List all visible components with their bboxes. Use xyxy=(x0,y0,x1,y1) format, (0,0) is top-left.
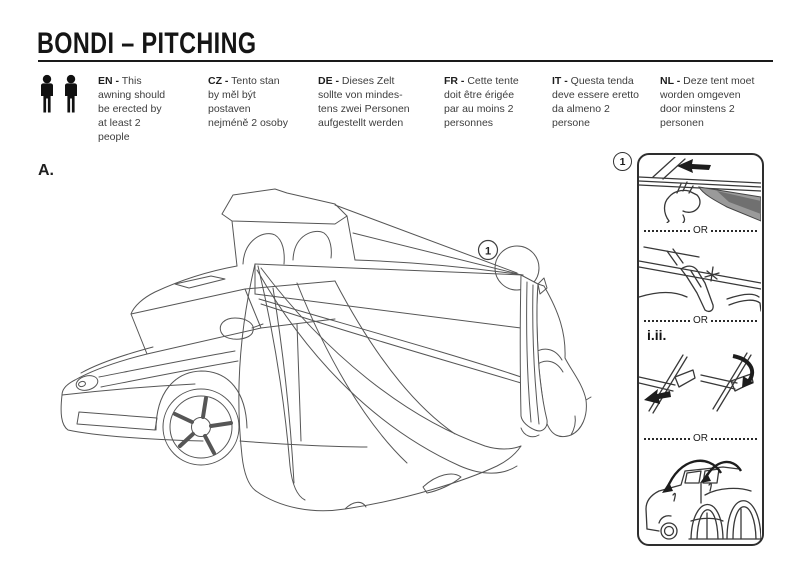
language-text: Deze tent moet worden omgeven door minst… xyxy=(660,75,755,129)
dotted-line xyxy=(644,320,690,322)
callout-circle xyxy=(494,245,540,291)
side-mirror xyxy=(219,317,254,340)
wrap-arrow-icon xyxy=(732,354,755,383)
or-divider: OR xyxy=(644,315,757,327)
dotted-line xyxy=(711,320,757,322)
language-column-it: IT - Questa tenda deve essere eretto da … xyxy=(552,75,660,131)
language-column-en: EN - This awning should be erected by at… xyxy=(98,75,206,145)
sidebar-illustration-rail-feed xyxy=(639,157,761,223)
mini-awning xyxy=(688,487,761,540)
wrap-diagram-right xyxy=(700,352,755,412)
left-arrow-icon xyxy=(677,159,711,173)
figure-label: A. xyxy=(38,162,54,179)
throw-arrows xyxy=(662,459,743,502)
awning-sleeve-gray xyxy=(698,186,761,222)
throw-arrow-icon xyxy=(703,460,743,480)
pop-top-roof xyxy=(221,188,356,267)
page-title: BONDI – PITCHING xyxy=(37,27,257,60)
or-label: OR xyxy=(693,315,708,326)
hand-sketch xyxy=(663,181,701,223)
language-column-cz: CZ - Tento stan by měl být postaven nejm… xyxy=(208,75,316,131)
callout-number: 1 xyxy=(485,246,491,258)
wheel-spokes xyxy=(173,396,233,455)
sidebar-step-badge: 1 xyxy=(613,152,632,171)
or-divider: OR xyxy=(644,433,757,445)
language-code: CZ - xyxy=(208,75,229,87)
dotted-line xyxy=(644,230,690,232)
down-left-arrow-icon xyxy=(644,389,671,404)
strap-sketch xyxy=(680,265,720,312)
sidebar-panel: OR OR i.ii. xyxy=(637,153,764,546)
sidebar-illustration-strap-tie xyxy=(639,246,761,312)
dotted-line xyxy=(644,438,690,440)
dotted-line xyxy=(711,438,757,440)
van-body xyxy=(60,265,368,466)
main-illustration: 1 xyxy=(60,188,592,512)
substep-label: i.ii. xyxy=(647,327,667,343)
language-column-fr: FR - Cette tente doit être érigée par au… xyxy=(444,75,552,131)
callout-number-badge: 1 xyxy=(477,239,499,261)
title-rule xyxy=(38,60,773,62)
language-code: FR - xyxy=(444,75,465,87)
person-icon xyxy=(41,74,53,113)
or-label: OR xyxy=(693,225,708,236)
throw-arrow-icon xyxy=(665,459,723,490)
two-people-icon xyxy=(41,74,77,113)
language-text: Questa tenda deve essere eretto da almen… xyxy=(552,75,639,129)
language-code: NL - xyxy=(660,75,681,87)
awning-fabric xyxy=(238,204,592,512)
person-icon xyxy=(65,74,77,113)
language-text: Dieses Zelt sollte von mindes- tens zwei… xyxy=(318,75,410,129)
language-column-nl: NL - Deze tent moet worden omgeven door … xyxy=(660,75,768,131)
or-label: OR xyxy=(693,433,708,444)
dotted-line xyxy=(711,230,757,232)
wrap-diagram-left xyxy=(639,354,696,414)
or-divider: OR xyxy=(644,225,757,237)
language-text: Tento stan by měl být postaven nejméně 2… xyxy=(208,75,288,129)
language-code: IT - xyxy=(552,75,568,87)
mini-van xyxy=(645,466,740,540)
language-text: Cette tente doit être érigée par au moin… xyxy=(444,75,519,129)
language-text: This awning should be erected by at leas… xyxy=(98,75,166,143)
sidebar-step-number: 1 xyxy=(619,155,626,168)
language-column-de: DE - Dieses Zelt sollte von mindes- tens… xyxy=(318,75,426,131)
sidebar-illustration-awning-throw xyxy=(645,459,761,540)
sidebar-illustration-strap-wrap xyxy=(639,352,755,414)
language-code: DE - xyxy=(318,75,339,87)
language-code: EN - xyxy=(98,75,119,87)
